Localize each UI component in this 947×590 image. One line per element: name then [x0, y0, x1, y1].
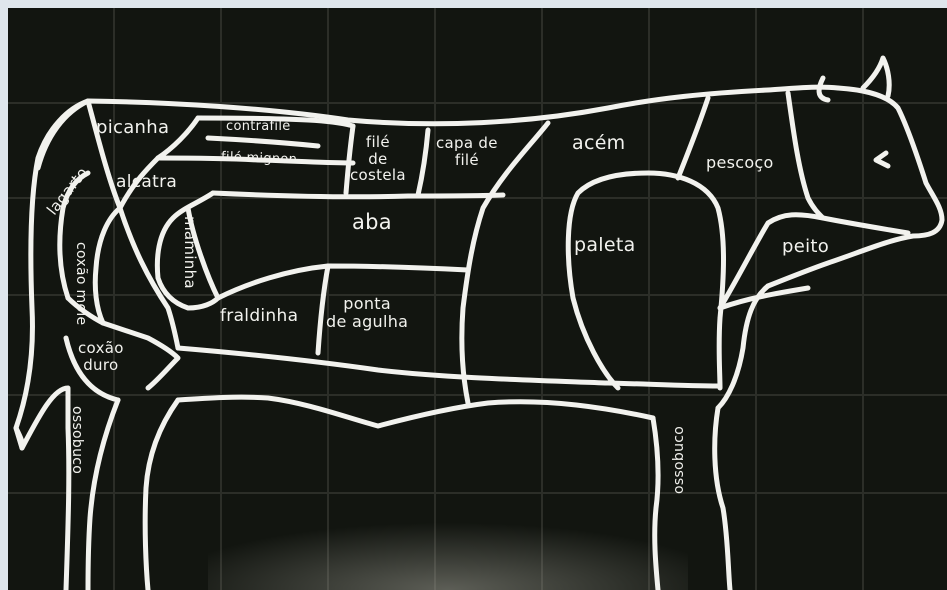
cow-tail-outline	[38, 101, 88, 168]
label-ossobuco-rear: ossobuco	[69, 406, 84, 474]
label-aba: aba	[352, 211, 392, 234]
label-paleta: paleta	[574, 235, 636, 256]
label-pescoco: pescoço	[706, 154, 774, 172]
label-coxao-mole: coxão mole	[73, 242, 88, 325]
cow-outline-drawing	[8, 8, 947, 590]
label-coxao-duro: coxão duro	[78, 340, 124, 373]
cow-hind-leg-outline	[145, 400, 178, 590]
label-file-de-costela: filé de costela	[350, 134, 406, 184]
label-fraldinha: fraldinha	[220, 307, 298, 326]
label-maminha: maminha	[182, 216, 199, 289]
cow-front-leg-outline	[715, 408, 730, 590]
label-acem: acém	[572, 133, 626, 154]
cow-eye	[876, 153, 888, 166]
chalkboard-tile-wall: picanha contrafilé filé mignon filé de c…	[8, 8, 947, 590]
label-contrafile: contrafilé	[226, 120, 291, 134]
label-ossobuco-front: ossobuco	[672, 426, 687, 494]
label-file-mignon: filé mignon	[221, 151, 298, 168]
cow-belly-outline	[178, 397, 653, 426]
label-ponta-de-agulha: ponta de agulha	[326, 295, 408, 330]
label-peito: peito	[782, 237, 829, 257]
label-alcatra: alcatra	[116, 173, 177, 192]
label-capa-de-file: capa de filé	[436, 135, 498, 168]
label-picanha: picanha	[96, 118, 169, 138]
